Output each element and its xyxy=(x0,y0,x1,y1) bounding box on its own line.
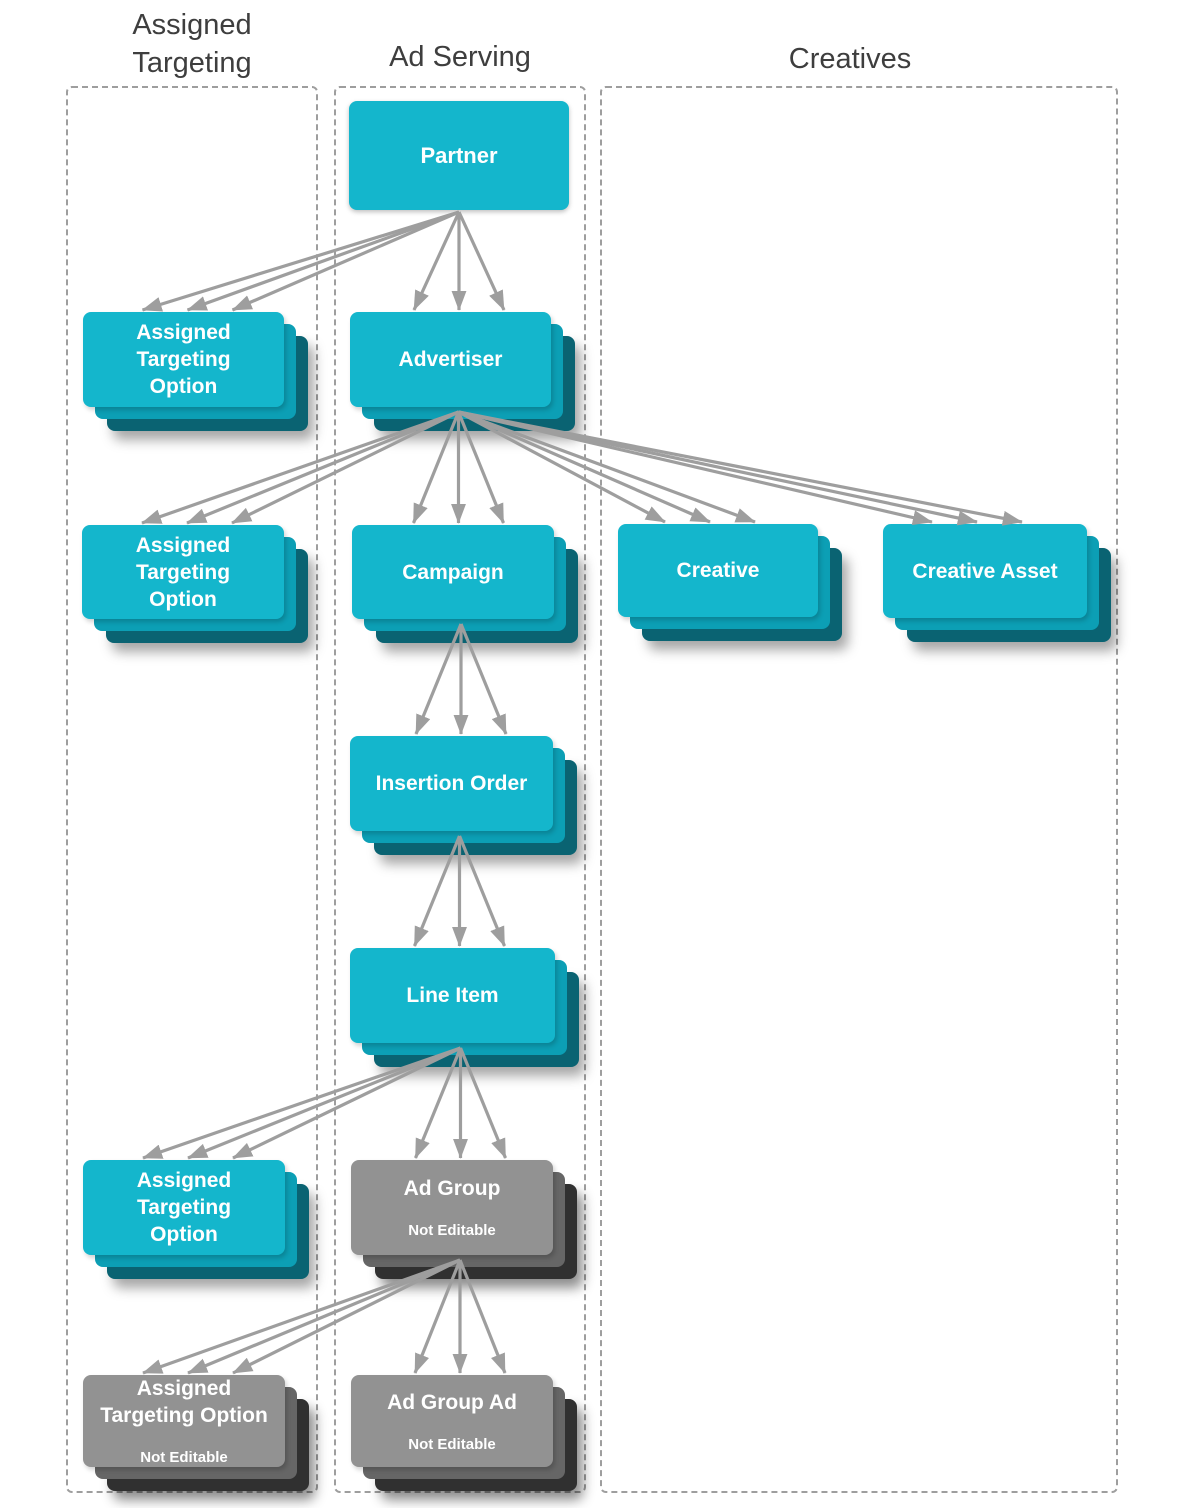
node-face: Ad Group Ad Not Editable xyxy=(351,1375,553,1467)
ad-serving-column xyxy=(334,86,586,1493)
node-face: Advertiser xyxy=(350,312,551,407)
node-assigned-targeting-option-advertiser: Assigned Targeting Option xyxy=(82,525,308,643)
not-editable-badge: Not Editable xyxy=(408,1435,496,1453)
node-creative-asset: Creative Asset xyxy=(883,524,1111,642)
node-face: Assigned Targeting Option xyxy=(82,525,284,619)
node-insertion-order: Insertion Order xyxy=(350,736,577,855)
ad-serving-header: Ad Serving xyxy=(389,41,531,73)
node-line-item: Line Item xyxy=(350,948,579,1067)
node-label: Campaign xyxy=(402,560,504,584)
node-ad-group-ad: Ad Group Ad Not Editable xyxy=(351,1375,577,1491)
node-assigned-targeting-option-line-item: Assigned Targeting Option xyxy=(83,1160,309,1279)
node-face: Insertion Order xyxy=(350,736,553,831)
node-label: Partner xyxy=(420,143,498,168)
not-editable-badge: Not Editable xyxy=(140,1449,228,1466)
node-face: Assigned Targeting Option Not Editable xyxy=(83,1375,285,1467)
node-label: Line Item xyxy=(406,984,499,1007)
node-assigned-targeting-option-partner: Assigned Targeting Option xyxy=(83,312,308,431)
node-face: Assigned Targeting Option xyxy=(83,1160,285,1255)
creatives-header: Creatives xyxy=(788,43,912,75)
node-label: Creative xyxy=(676,559,760,582)
node-label: Assigned Targeting Option xyxy=(135,533,231,611)
node-label: Ad Group xyxy=(403,1177,501,1200)
node-face: Line Item xyxy=(350,948,555,1043)
node-partner: Partner xyxy=(349,101,569,210)
creatives-column xyxy=(600,86,1118,1493)
node-campaign: Campaign xyxy=(352,525,578,643)
assigned-targeting-column xyxy=(66,86,318,1493)
node-label: Ad Group Ad xyxy=(387,1390,517,1414)
node-face: Ad Group Not Editable xyxy=(351,1160,553,1255)
node-label: Assigned Targeting Option xyxy=(100,1377,268,1427)
node-face: Partner xyxy=(349,101,569,210)
node-face: Creative Asset xyxy=(883,524,1087,618)
node-assigned-targeting-option-ad-group: Assigned Targeting Option Not Editable xyxy=(83,1375,309,1491)
node-creative: Creative xyxy=(618,524,842,641)
not-editable-badge: Not Editable xyxy=(408,1222,496,1239)
node-advertiser: Advertiser xyxy=(350,312,575,431)
node-label: Creative Asset xyxy=(912,559,1058,583)
node-label: Assigned Targeting Option xyxy=(136,321,231,398)
node-label: Advertiser xyxy=(398,348,503,371)
node-face: Assigned Targeting Option xyxy=(83,312,284,407)
node-face: Campaign xyxy=(352,525,554,619)
node-label: Insertion Order xyxy=(375,772,528,795)
node-face: Creative xyxy=(618,524,818,617)
node-label: Assigned Targeting Option xyxy=(136,1169,232,1246)
node-ad-group: Ad Group Not Editable xyxy=(351,1160,577,1279)
assigned-targeting-header: Assigned Targeting xyxy=(132,9,252,79)
